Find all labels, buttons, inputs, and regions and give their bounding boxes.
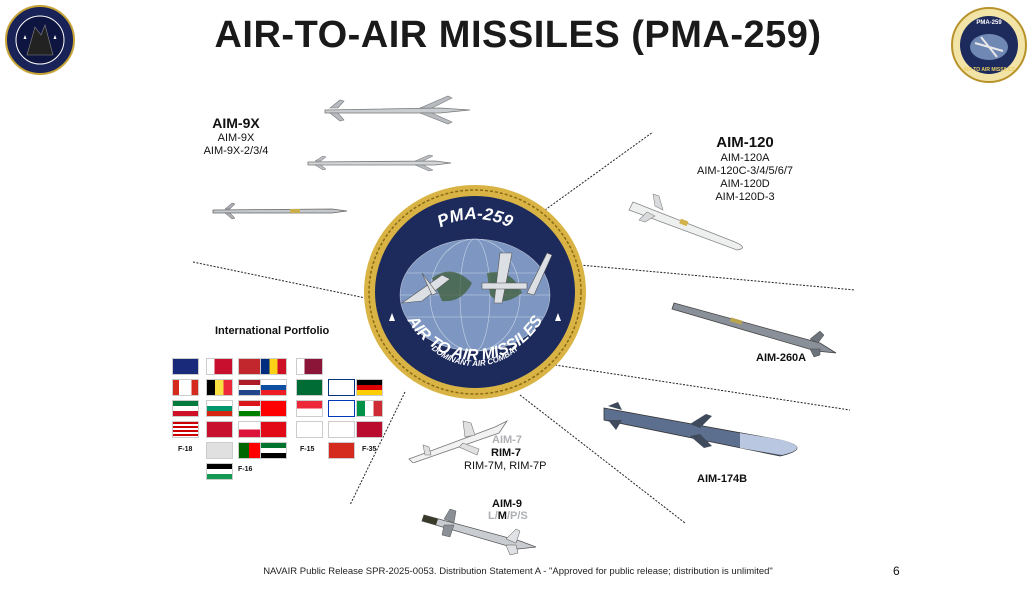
switzerland-flag: [328, 442, 355, 459]
aim120-missile-image: [628, 193, 743, 251]
aim9x-title: AIM-9X: [212, 115, 260, 131]
aim9-variants: L/M/P/S: [488, 510, 528, 522]
finland-flag: [328, 379, 355, 396]
aim9-title: AIM-9: [492, 498, 522, 510]
bulgaria-flag: [206, 400, 233, 417]
turkey-flag: [260, 421, 287, 438]
aim9x-variant: AIM-9X-2/3/4: [203, 145, 269, 157]
norway-flag: [356, 421, 383, 438]
aim174-title: AIM-174B: [697, 473, 748, 485]
aim9-variant-sep: /: [494, 510, 498, 522]
taiwan-flag: [260, 400, 287, 417]
aim7-grey-label: AIM-7: [492, 434, 522, 446]
aim120-variants: AIM-120A AIM-120C-3/4/5/6/7 AIM-120D AIM…: [680, 152, 810, 204]
kuwait-flag: [172, 400, 199, 417]
qatar-flag: [296, 358, 323, 375]
singapore-flag: [296, 400, 323, 417]
aim9x-2-missile-image: [307, 154, 452, 172]
aim7-missile-image: [408, 419, 509, 463]
svg-text:AIR TO AIR MISSILES: AIR TO AIR MISSILES: [963, 67, 1015, 73]
international-portfolio-title: International Portfolio: [215, 325, 330, 337]
malaysia-flag: [172, 421, 199, 438]
italy-flag: [356, 400, 383, 417]
flag-grid: F-18 F-15 F-35 F-16: [170, 355, 385, 485]
romania-flag: [260, 358, 287, 375]
aim9x-variant: AIM-9X: [217, 132, 255, 144]
aim9x-variants: AIM-9X AIM-9X-2/3/4: [186, 132, 286, 158]
rim7-variants: RIM-7M, RIM-7P: [464, 460, 547, 472]
f35-label: F-35: [362, 446, 377, 453]
aim120-variant: AIM-120D-3: [715, 191, 775, 203]
svg-text:PMA-259: PMA-259: [976, 20, 1002, 26]
f18-label: F-18: [178, 446, 193, 453]
rim7-title: RIM-7: [491, 447, 521, 459]
pma-259-center-seal: PMA-259 DOMINANT AIR COMBAT AIR TO AIR M…: [364, 185, 586, 399]
jordan-flag: [206, 463, 233, 480]
israel-flag: [328, 400, 355, 417]
japan-flag: [328, 421, 355, 438]
aim9-variant-sep: /: [506, 510, 511, 522]
aim120-variant: AIM-120C-3/4/5/6/7: [697, 165, 793, 177]
australia-flag: [172, 358, 199, 375]
aim9x-3-missile-image: [212, 202, 348, 220]
aim120-variant: AIM-120D: [720, 178, 770, 190]
germany-flag: [356, 379, 383, 396]
bahrain-flag: [206, 358, 233, 375]
south-korea-flag: [296, 421, 323, 438]
belgium-flag: [206, 379, 233, 396]
pma-259-small-seal: PMA-259 AIR TO AIR MISSILES: [951, 7, 1027, 83]
f16-label: F-16: [238, 466, 253, 473]
aim9-missile-image: [421, 508, 537, 556]
aim9-variant-m: M: [497, 510, 507, 522]
page-title: AIR-TO-AIR MISSILES (PMA-259): [214, 14, 822, 56]
aim120-variant: AIM-120A: [720, 152, 770, 164]
squadron-seal-logo: [5, 5, 75, 75]
aim174-missile-image: [603, 402, 798, 457]
saudi-arabia-flag: [296, 379, 323, 396]
kuwait-flag-2: [206, 442, 233, 459]
uae-flag: [260, 442, 287, 459]
aim9x-missile-image: [324, 95, 471, 125]
canada-flag: [172, 379, 199, 396]
denmark-flag: [206, 421, 233, 438]
page-number: 6: [893, 564, 900, 578]
aim9-variant-l: L: [488, 510, 495, 522]
slovakia-flag: [260, 379, 287, 396]
aim260-title: AIM-260A: [756, 352, 807, 364]
footer-text: NAVAIR Public Release SPR-2025-0053. Dis…: [263, 566, 773, 577]
aim120-title: AIM-120: [716, 134, 774, 151]
f15-label: F-15: [300, 446, 315, 453]
aim9-variant-ps: P/S: [510, 510, 528, 522]
aim260-missile-image: [671, 302, 837, 358]
